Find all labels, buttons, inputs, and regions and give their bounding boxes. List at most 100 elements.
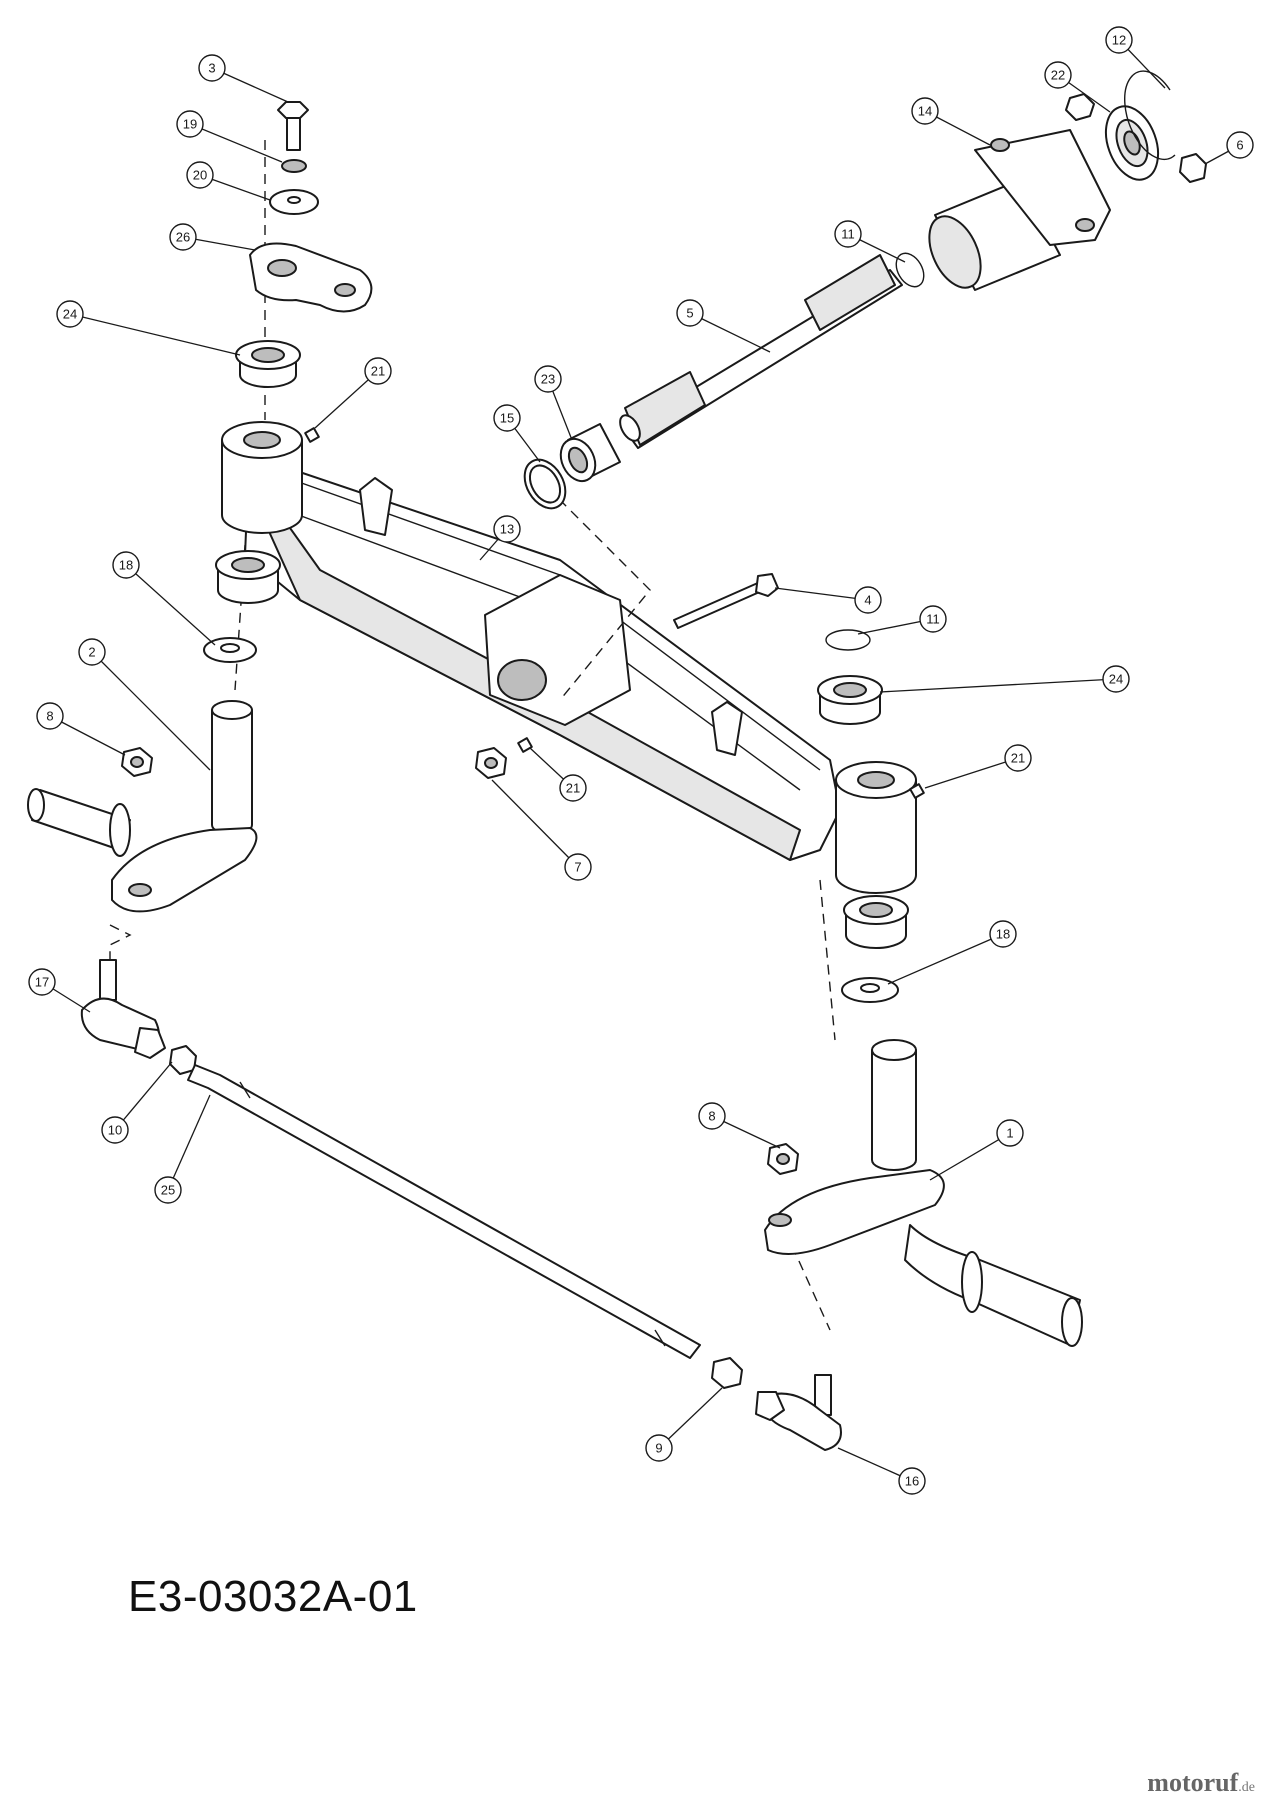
callout-circle: [493, 404, 521, 432]
bushing-24-upper: [235, 340, 301, 388]
callout-circle: [169, 223, 197, 251]
callout-18: 18: [887, 920, 1017, 985]
bushing-24-right-upper: [817, 675, 883, 725]
callout-number: 21: [566, 781, 580, 796]
callout-circle: [1102, 665, 1130, 693]
callout-circle: [101, 1116, 129, 1144]
callout-circle: [1105, 26, 1133, 54]
callout-5: 5: [676, 299, 771, 353]
watermark-domain: .de: [1238, 1780, 1255, 1795]
callout-number: 7: [574, 860, 581, 875]
callout-number: 11: [841, 227, 855, 242]
callout-leader: [125, 564, 216, 646]
bushing-24-right-lower: [843, 895, 909, 949]
ring-11-upper: [895, 252, 925, 288]
tie-rod-end-16: [755, 1374, 842, 1451]
callout-20: 20: [186, 161, 271, 201]
callout-circle: [198, 54, 226, 82]
callout-23: 23: [534, 365, 573, 441]
callout-22: 22: [1044, 61, 1111, 113]
bolt-3: [277, 101, 309, 151]
callout-13: 13: [479, 515, 521, 561]
callout-leader: [69, 313, 241, 356]
watermark-logo: motoruf.de: [1147, 1768, 1255, 1798]
callout-1: 1: [929, 1119, 1024, 1181]
callout-leader: [879, 678, 1117, 693]
callout-number: 24: [1109, 672, 1123, 687]
callout-number: 8: [708, 1109, 715, 1124]
callout-number: 17: [35, 975, 49, 990]
callout-circle: [996, 1119, 1024, 1147]
retaining-ring-15: [523, 458, 567, 510]
steering-arm-26: [249, 242, 373, 313]
callout-17: 17: [28, 968, 91, 1013]
callout-21: 21: [529, 747, 587, 802]
callout-number: 5: [686, 306, 693, 321]
callout-number: 3: [208, 61, 215, 76]
callout-circle: [676, 299, 704, 327]
callout-leader: [167, 1094, 211, 1191]
ring-11-lower: [825, 629, 871, 651]
callout-circle: [493, 515, 521, 543]
callout-number: 6: [1236, 138, 1243, 153]
callout-number: 19: [183, 117, 197, 132]
callout-leader: [211, 67, 289, 103]
bearing-22: [1104, 105, 1160, 181]
callout-circle: [989, 920, 1017, 948]
callout-number: 16: [905, 1474, 919, 1489]
thrust-washer-18-left: [203, 637, 257, 663]
steering-shaft-5: [619, 254, 903, 449]
callout-number: 20: [193, 168, 207, 183]
callout-circle: [534, 365, 562, 393]
callout-circle: [176, 110, 204, 138]
bushing-18-left: [215, 550, 281, 604]
callout-circle: [645, 1434, 673, 1462]
callout-circle: [56, 300, 84, 328]
grease-fitting-21-upper: [304, 427, 320, 443]
callout-number: 10: [108, 1123, 122, 1138]
needle-bearing-23: [559, 423, 621, 483]
axle-beam: [221, 421, 917, 894]
callout-number: 24: [63, 307, 77, 322]
callout-9: 9: [645, 1387, 723, 1462]
thrust-washer-18-right: [841, 977, 899, 1003]
tie-rod-25: [187, 1064, 701, 1359]
callout-number: 14: [918, 104, 932, 119]
callout-11: 11: [857, 605, 947, 635]
callout-circle: [559, 774, 587, 802]
callout-number: 13: [500, 522, 514, 537]
callout-6: 6: [1204, 131, 1254, 165]
callout-number: 1: [1006, 1126, 1013, 1141]
callout-10: 10: [101, 1061, 173, 1144]
callout-leader: [774, 587, 869, 601]
nut-8-right: [767, 1143, 799, 1175]
callout-circle: [112, 551, 140, 579]
callout-25: 25: [154, 1094, 211, 1204]
callout-leader: [49, 715, 126, 756]
spindle-2-left: [27, 700, 258, 913]
callout-3: 3: [198, 54, 289, 103]
callout-number: 4: [864, 593, 871, 608]
callout-leader: [658, 1387, 723, 1449]
callout-16: 16: [837, 1447, 926, 1495]
callout-15: 15: [493, 404, 541, 463]
jam-nut-9: [711, 1357, 743, 1389]
callout-circle: [186, 161, 214, 189]
callout-circle: [78, 638, 106, 666]
callout-26: 26: [169, 223, 256, 251]
callout-circle: [854, 586, 882, 614]
callout-circle: [154, 1176, 182, 1204]
callout-24: 24: [879, 665, 1130, 693]
callout-circle: [911, 97, 939, 125]
callout-7: 7: [491, 779, 592, 881]
callout-circle: [564, 853, 592, 881]
callout-number: 9: [655, 1441, 662, 1456]
callout-8: 8: [698, 1102, 781, 1149]
callout-number: 12: [1112, 33, 1126, 48]
callout-number: 21: [1011, 751, 1025, 766]
callout-21: 21: [924, 744, 1032, 789]
callout-leader: [924, 757, 1019, 789]
callout-leader: [887, 933, 1004, 985]
callout-number: 18: [119, 558, 133, 573]
